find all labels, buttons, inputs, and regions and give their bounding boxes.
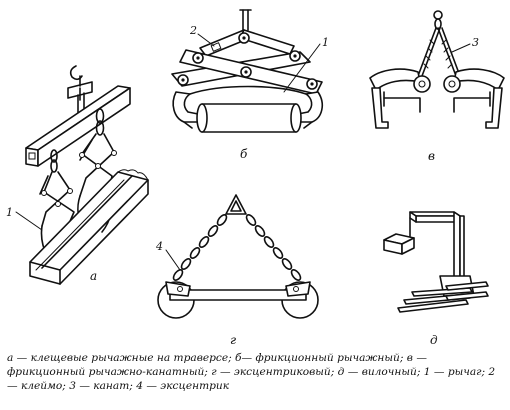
panel-label-v: в [428, 149, 435, 163]
gripping-devices-diagram: 1 а [6, 9, 505, 345]
panel-label-g: г [230, 333, 236, 345]
callout-b-2: 2 [189, 24, 197, 37]
callout-v-3: 3 [472, 36, 479, 49]
panel-label-b: б [240, 147, 248, 161]
panel-label-d: д [430, 333, 438, 345]
panel-b-friction-lever: 2 1 б [171, 9, 329, 161]
panel-a-tongs-on-traverse: 1 а [6, 65, 149, 285]
figure-caption: а — клещевые рычажные на траверсе; б— фр… [7, 352, 496, 392]
callout-g-4: 4 [155, 240, 163, 253]
panel-d-fork: д [383, 211, 489, 345]
panel-label-a: а [90, 269, 97, 283]
panel-v-friction-lever-rope: 3 в [369, 10, 505, 163]
callout-a-1: 1 [6, 206, 13, 219]
left-chain [172, 214, 228, 281]
callout-b-1: 1 [322, 36, 329, 49]
panel-g-eccentric: 4 г [155, 194, 319, 345]
right-chain [245, 214, 302, 281]
